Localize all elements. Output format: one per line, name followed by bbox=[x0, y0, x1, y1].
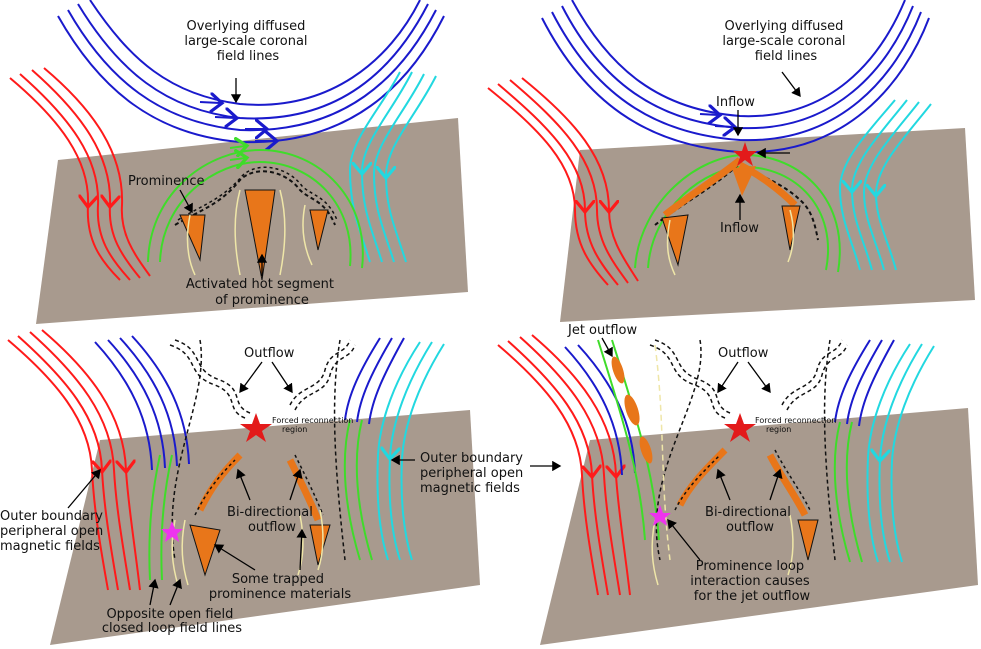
prominence bbox=[651, 344, 819, 586]
label-jet-4: Jet outflow bbox=[567, 323, 637, 338]
interaction-star bbox=[649, 505, 671, 526]
label-forced-4: Forced reconnection region bbox=[755, 416, 839, 434]
label-bidirectional-4: Bi-directional outflow bbox=[705, 505, 795, 535]
green-closed-loops bbox=[147, 146, 364, 269]
panel-1: Overlying diffused large-scale coronal f… bbox=[9, 0, 468, 324]
reconnection-star bbox=[724, 413, 756, 442]
label-bidirectional-3: Bi-directional outflow bbox=[227, 505, 317, 535]
reconnection-star bbox=[733, 142, 757, 166]
red-open-field-lines bbox=[9, 67, 151, 281]
panel-3: Outflow Forced reconnection region Bi-di… bbox=[0, 329, 480, 645]
label-outflow-4: Outflow bbox=[718, 346, 769, 361]
label-forced-3: Forced reconnection region bbox=[272, 416, 356, 434]
label-inflow-bottom: Inflow bbox=[720, 221, 759, 236]
prominence bbox=[174, 166, 338, 281]
label-interaction-4: Prominence loop interaction causes for t… bbox=[690, 559, 813, 604]
label-trapped-3: Some trapped prominence materials bbox=[209, 572, 352, 602]
label-prominence-1: Prominence bbox=[128, 174, 205, 189]
dashed-reconnected-lines bbox=[649, 339, 848, 561]
label-outer-3: Outer boundary peripheral open magnetic … bbox=[0, 509, 107, 554]
red-open-field-lines bbox=[497, 334, 631, 596]
cyan-field-lines bbox=[866, 343, 935, 563]
solar-surface-plane bbox=[560, 128, 975, 322]
blue-field-lines bbox=[94, 335, 405, 471]
label-activated-1: Activated hot segment of prominence bbox=[186, 277, 338, 308]
label-inflow-top: Inflow bbox=[716, 95, 755, 110]
label-outer-4: Outer boundary peripheral open magnetic … bbox=[420, 451, 527, 496]
green-open-field-lines bbox=[148, 419, 373, 581]
prominence bbox=[171, 452, 331, 586]
reconnection-star bbox=[240, 413, 272, 442]
interaction-star bbox=[161, 521, 183, 542]
label-overlying-2: Overlying diffused large-scale coronal f… bbox=[722, 19, 849, 64]
label-overlying-1: Overlying diffused large-scale coronal f… bbox=[184, 19, 311, 64]
panel-4: Jet outflow Outflow Forced reconnection … bbox=[390, 323, 978, 645]
cyan-field-lines bbox=[376, 341, 445, 561]
panel-2: Overlying diffused large-scale coronal f… bbox=[487, 0, 975, 322]
red-open-field-lines bbox=[487, 77, 639, 286]
cyan-field-lines bbox=[838, 99, 932, 271]
label-opposite-3: Opposite open field closed loop field li… bbox=[102, 607, 242, 636]
jet bbox=[611, 356, 653, 464]
prominence bbox=[654, 157, 819, 276]
label-outflow-3: Outflow bbox=[244, 346, 295, 361]
